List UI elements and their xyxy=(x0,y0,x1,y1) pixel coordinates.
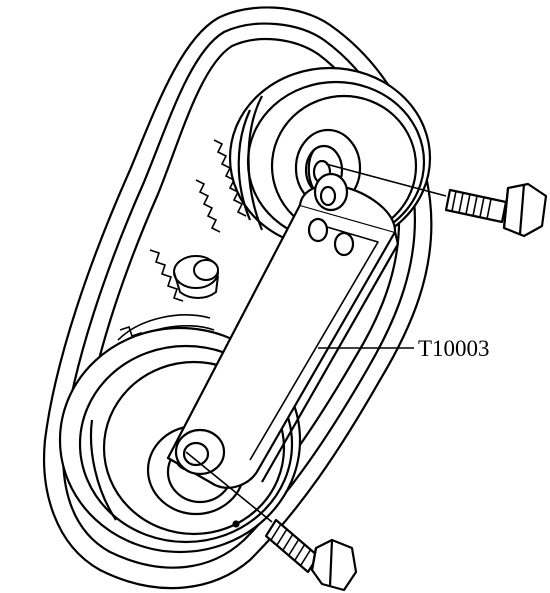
counterhold-tool xyxy=(166,172,400,489)
lower-bolt-leader xyxy=(185,451,273,523)
lower-bolt xyxy=(264,518,358,592)
leader-lines xyxy=(185,163,447,523)
belt-teeth xyxy=(111,139,247,355)
tool-callout-label: T10003 xyxy=(418,336,490,361)
idler-boss xyxy=(173,255,219,299)
upper-bolt xyxy=(444,182,548,238)
upper-bolt-leader xyxy=(325,163,447,197)
